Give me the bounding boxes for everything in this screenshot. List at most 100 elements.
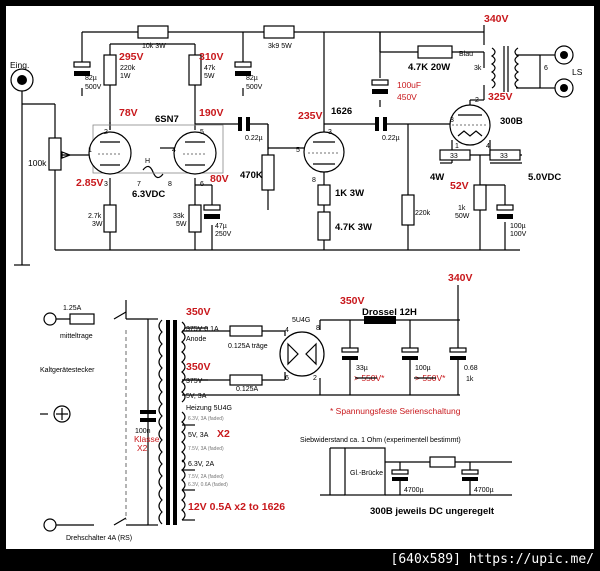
label-kaltgeraetestecker: Kaltgerätestecker [40,367,95,374]
voltage-350v-psu: 350V [340,295,365,307]
x2-capacitor [140,410,156,422]
label-100k: 100k [28,158,47,168]
label-x2: X2 [137,443,148,453]
label-fuse-type: mitteltrage [60,333,93,340]
greyed-tap-2: 7.5V, 3A (faded) [188,446,224,452]
label-47u-250v-b: 250V [215,231,232,238]
pin-5: 5 [200,129,204,136]
label-siebwiderstand: Siebwiderstand ca. 1 Ohm (experimentell … [300,437,461,444]
label-33u: 33µ [356,365,368,372]
pin-2-rect: 2 [313,375,317,382]
pin-1: 1 [88,147,92,154]
label-33k-5w: 33k [173,213,185,220]
label-fuse-0125a-trage: 0.125A träge [228,343,268,350]
label-cap-022u-2: 0.22µ [382,135,400,142]
label-220k-1w: 220k [120,65,136,72]
mains-terminals [40,311,127,532]
label-2k7-3w: 2.7k [88,213,102,220]
greyed-tap-1: 6.3V, 3A (faded) [188,416,224,422]
pin-4: 4 [172,147,176,154]
label-33k-5w-b: 5W [176,221,187,228]
pin-6-rect: 6 [285,375,289,382]
label-375v-b: 375V [186,378,203,385]
label-100uf: 100uF [397,80,421,90]
greyed-tap-4: 6.3V, 0.6A (faded) [188,482,228,488]
label-1k: 1k [466,376,474,383]
label-220k: 220k [415,210,431,217]
voltage-310v: 310V [199,51,224,63]
pin-8-rect: 8 [316,325,320,332]
label-6-3vdc: 6.3VDC [132,189,165,200]
pin-4-rect: 4 [285,327,289,334]
pin-2c: 2 [475,97,479,104]
label-1k-3w: 1K 3W [335,188,364,199]
label-drehschalter: Drehschalter 4A (RS) [66,535,132,542]
power-transformer [158,319,186,525]
label-47k-5w-b: 5W [204,73,215,80]
label-33-b: 33 [500,153,508,160]
label-5v-3a-x2: 5V, 3A [188,432,209,439]
speaker-jacks [554,45,574,98]
label-100u: 100µ [415,365,431,372]
pin-8: 8 [168,181,172,188]
psu-capacitors [341,347,479,481]
label-5u4g: 5U4G [292,317,310,324]
rectifier-5u4g [279,331,325,377]
strike-lines [185,327,436,381]
label-450v: 450V [397,92,417,102]
input-jack [10,68,34,92]
voltage-52v: 52V [450,180,469,192]
amp-voltage-labels: 340V 295V 310V 78V 190V 235V 2.85V 80V 3… [76,13,513,192]
voltage-78v: 78V [119,107,138,119]
label-300b: 300B [500,116,523,127]
label-cap-82u-500v-2b: 500V [246,84,263,91]
label-470k: 470K [240,170,263,181]
footer-bar: [640x589] https://upic.me/ [0,549,600,571]
voltage-295v: 295V [119,51,144,63]
label-6: 6 [544,65,548,72]
psu-resistors-chokes [229,316,456,496]
amp-wiring [14,25,556,266]
output-transformer [490,46,520,92]
label-cap-022u-1: 0.22µ [245,135,263,142]
label-10k-3w: 10k 3W [142,43,166,50]
label-0-68: 0.68 [464,365,478,372]
amp-resistors [103,25,521,241]
schematic-sheet: Eing. 100k 82µ 500V 10k 3W 220k 1W 47k 5… [6,6,594,549]
label-4700u-a: 4700µ [404,487,424,494]
label-300b-dc: 300B jeweils DC ungeregelt [370,506,495,517]
mains-fuse [69,313,95,325]
label-4w: 4W [430,172,444,183]
label-375v-a: 375V 0.1A [186,326,219,333]
label-x2-red: X2 [217,428,230,440]
tube-6sn7 [88,124,224,175]
label-drossel: Drossel 12H [362,307,417,318]
label-klasse: Klasse [134,434,160,444]
pin-5b: 5 [296,147,300,154]
psu-wiring [56,285,512,526]
pin-2: 2 [104,129,108,136]
label-blau: Blau [459,51,473,58]
greyed-tap-3: 7.5V, 2A (faded) [188,474,224,480]
label-cap-82u-500v-1b: 500V [85,84,102,91]
voltage-325v: 325V [488,91,513,103]
label-12v: 12V 0.5A x2 to 1626 [188,501,285,513]
image-caption: [640x589] https://upic.me/ [390,552,595,567]
label-4700u-b: 4700µ [474,487,494,494]
pin-4c: 4 [486,143,490,150]
label-cap-82u-500v-1: 82µ [85,75,97,82]
tube-1626 [303,131,345,173]
psu-labels: 340V 350V 1.25A mitteltrage Kaltgerätest… [40,272,495,542]
pin-1c: 1 [455,143,459,150]
label-eing: Eing. [10,60,29,70]
amp-black-labels: Eing. 100k 82µ 500V 10k 3W 220k 1W 47k 5… [10,43,583,238]
pin-3c: 3 [450,117,454,124]
label-100u-100v-b: 100V [510,231,527,238]
voltage-80v: 80V [210,173,229,185]
label-350v-a: 350V [186,306,211,318]
volume-pot [48,137,72,171]
tube-300b [449,104,491,146]
label-4k7-3w: 4.7K 3W [335,222,372,233]
label-spannungsfeste: * Spannungsfeste Serienschaltung [330,406,461,416]
